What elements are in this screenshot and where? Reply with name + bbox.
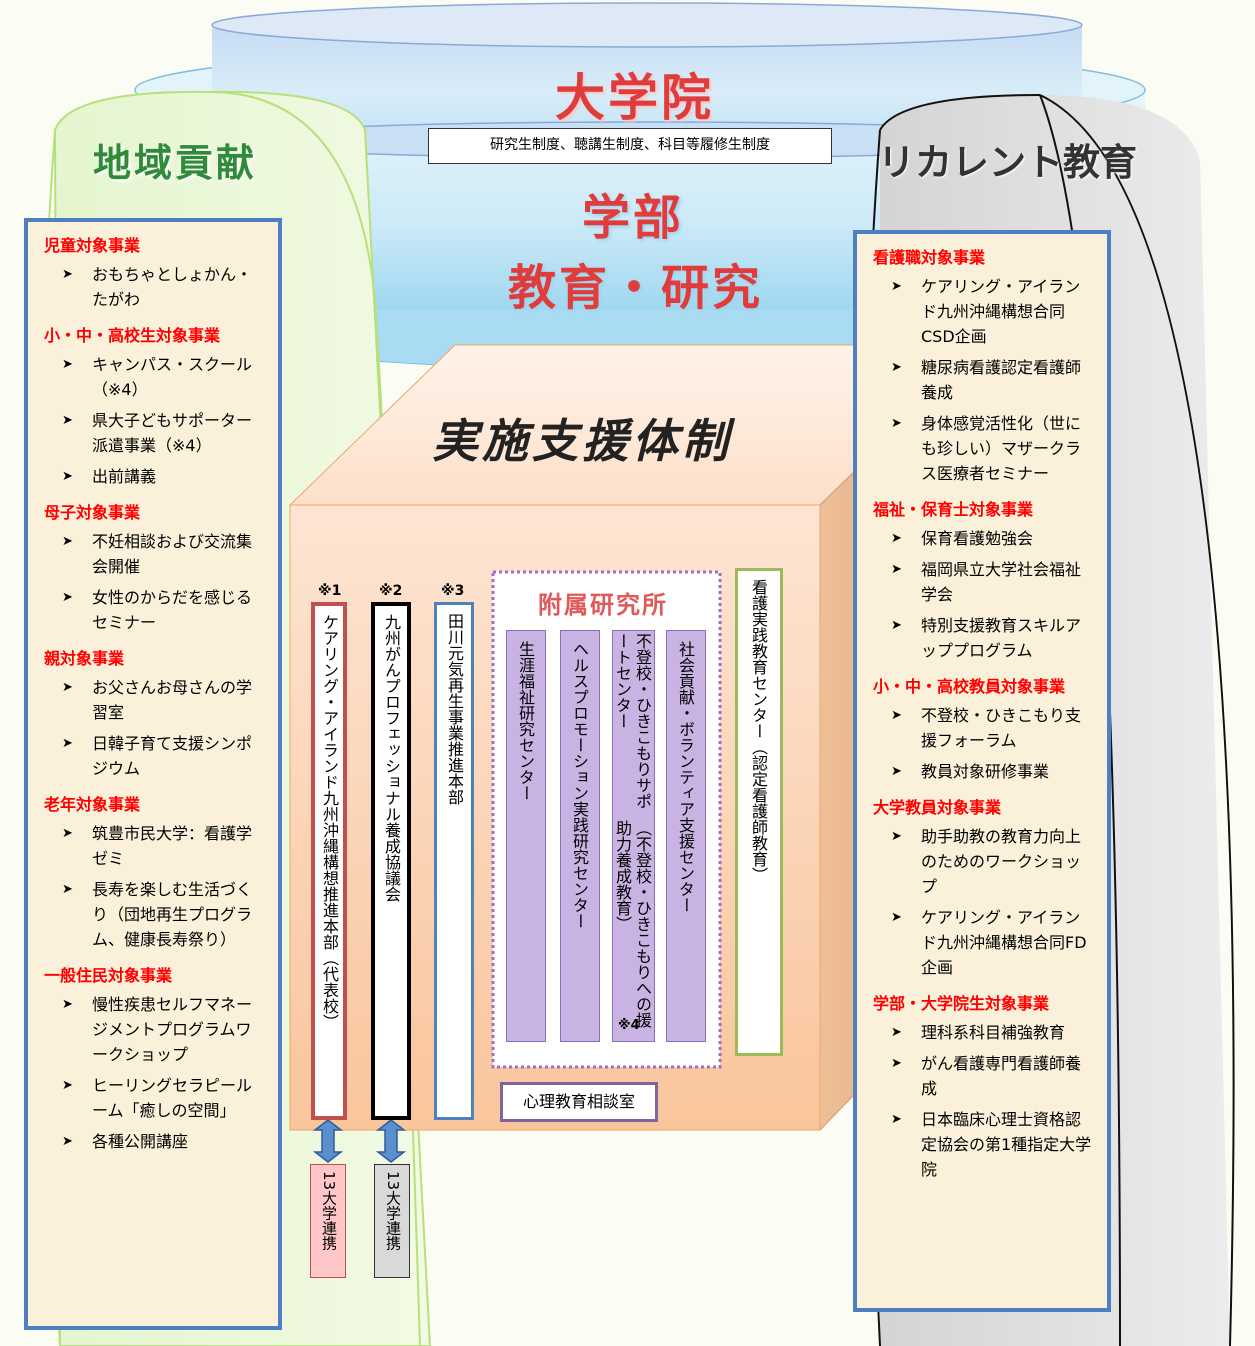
- right-panel-category: 大学教員対象事業: [873, 798, 1002, 817]
- org-kyushu-cancer-pro-council: 九州がんプロフェッショナル養成協議会: [371, 602, 411, 1120]
- list-item: 特別支援教育スキルアッププログラム: [857, 613, 1107, 663]
- list-item: 長寿を楽しむ生活づくり（団地再生プログラム、健康長寿祭り）: [28, 877, 278, 952]
- note-mark-4: ※4: [618, 1018, 640, 1033]
- inst-futoko-support: 不登校・ひきこもりサポートセンター（不登校・ひきこもりへの援助力養成教育）: [612, 630, 655, 1042]
- left-panel-item-list: 慢性疾患セルフマネージメントプログラムワークショップヒーリングセラピールーム「癒…: [28, 992, 278, 1154]
- right-panel-item-list: 保育看護勉強会福岡県立大学社会福祉学会特別支援教育スキルアッププログラム: [857, 526, 1107, 663]
- note-mark-3: ※3: [441, 583, 465, 599]
- inst-lifelong-welfare: 生涯福祉研究センター: [506, 630, 546, 1042]
- list-item: ケアリング・アイランド九州沖縄構想合同FD企画: [857, 905, 1107, 980]
- org-tagawa-revitalization: 田川元気再生事業推進本部: [434, 602, 474, 1120]
- list-item: 保育看護勉強会: [857, 526, 1107, 551]
- list-item: 日本臨床心理士資格認定協会の第1種指定大学院: [857, 1107, 1107, 1182]
- list-item: 身体感覚活性化（世にも珍しい）マザークラス医療者セミナー: [857, 411, 1107, 486]
- institutes-title: 附属研究所: [538, 591, 668, 619]
- left-panel-category: 小・中・高校生対象事業: [44, 326, 221, 345]
- left-panel-category: 親対象事業: [44, 649, 125, 668]
- education-research-title: 教育・研究: [508, 260, 764, 316]
- left-panel-item-list: キャンパス・スクール（※4） 県大子どもサポーター派遣事業（※4） 出前講義: [28, 352, 278, 489]
- counseling-room: 心理教育相談室: [500, 1082, 658, 1122]
- inst-social-volunteer: 社会貢献・ボランティア支援センター: [666, 630, 706, 1042]
- arrow-link-1: [312, 1119, 344, 1163]
- left-panel-category: 母子対象事業: [44, 503, 141, 522]
- list-item: 筑豊市民大学：看護学ゼミ: [28, 821, 278, 871]
- community-contribution-title: 地域貢献: [93, 141, 258, 185]
- right-panel-category: 看護職対象事業: [873, 248, 986, 267]
- list-item: ケアリング・アイランド九州沖縄構想合同CSD企画: [857, 274, 1107, 349]
- left-panel-category: 一般住民対象事業: [44, 966, 173, 985]
- left-panel-category: 児童対象事業: [44, 236, 141, 255]
- list-item: 理科系科目補強教育: [857, 1020, 1107, 1045]
- university-alliance-1: 13大学連携: [310, 1164, 346, 1278]
- list-item: 不登校・ひきこもり支援フォーラム: [857, 703, 1107, 753]
- list-item: 助手助教の教育力向上のためのワークショップ: [857, 824, 1107, 899]
- nursing-practice-center: 看護実践教育センター（認定看護師教育）: [735, 568, 783, 1056]
- university-alliance-2: 13大学連携: [374, 1164, 410, 1278]
- list-item: 日韓子育て支援シンポジウム: [28, 731, 278, 781]
- right-panel-item-list: 理科系科目補強教育がん看護専門看護師養成日本臨床心理士資格認定協会の第1種指定大…: [857, 1020, 1107, 1182]
- right-panel-category: 小・中・高校教員対象事業: [873, 677, 1066, 696]
- arrow-link-2: [375, 1119, 407, 1163]
- list-item: お父さんお母さんの学習室: [28, 675, 278, 725]
- list-item: がん看護専門看護師養成: [857, 1051, 1107, 1101]
- list-item: 教員対象研修事業: [857, 759, 1107, 784]
- list-item: 各種公開講座: [28, 1129, 278, 1154]
- recurrent-education-title: リカレント教育: [878, 141, 1137, 184]
- graduate-programs-banner: 研究生制度、聴講生制度、科目等履修生制度: [428, 128, 832, 164]
- right-panel-item-list: 助手助教の教育力向上のためのワークショップケアリング・アイランド九州沖縄構想合同…: [857, 824, 1107, 980]
- list-item: 糖尿病看護認定看護師養成: [857, 355, 1107, 405]
- right-panel-item-list: ケアリング・アイランド九州沖縄構想合同CSD企画糖尿病看護認定看護師養成身体感覚…: [857, 274, 1107, 486]
- graduate-school-title: 大学院: [555, 69, 714, 127]
- list-item: おもちゃとしょかん・たがわ: [28, 262, 278, 312]
- note-mark-2: ※2: [379, 583, 403, 599]
- right-panel-item-list: 不登校・ひきこもり支援フォーラム教員対象研修事業: [857, 703, 1107, 784]
- left-panel-category: 老年対象事業: [44, 795, 141, 814]
- support-system-title: 実施支援体制: [432, 414, 732, 468]
- list-item: 県大子どもサポーター派遣事業（※4）: [28, 408, 278, 458]
- right-panel-category: 学部・大学院生対象事業: [873, 994, 1050, 1013]
- list-item: ヒーリングセラピールーム「癒しの空間」: [28, 1073, 278, 1123]
- recurrent-programs-panel: 看護職対象事業ケアリング・アイランド九州沖縄構想合同CSD企画糖尿病看護認定看護…: [853, 230, 1111, 1312]
- list-item: 慢性疾患セルフマネージメントプログラムワークショップ: [28, 992, 278, 1067]
- inst-health-promotion: ヘルスプロモーション実践研究センター: [560, 630, 600, 1042]
- left-panel-item-list: 不妊相談および交流集会開催女性のからだを感じるセミナー: [28, 529, 278, 635]
- community-programs-panel: 児童対象事業おもちゃとしょかん・たがわ小・中・高校生対象事業キャンパス・スクール…: [24, 218, 282, 1330]
- list-item: 不妊相談および交流集会開催: [28, 529, 278, 579]
- note-mark-1: ※1: [318, 583, 342, 599]
- list-item: キャンパス・スクール（※4）: [28, 352, 278, 402]
- left-panel-item-list: お父さんお母さんの学習室日韓子育て支援シンポジウム: [28, 675, 278, 781]
- list-item: 福岡県立大学社会福祉学会: [857, 557, 1107, 607]
- list-item: 女性のからだを感じるセミナー: [28, 585, 278, 635]
- left-panel-item-list: おもちゃとしょかん・たがわ: [28, 262, 278, 312]
- faculty-title: 学部: [582, 190, 685, 246]
- list-item: 出前講義: [28, 464, 278, 489]
- org-caring-island-headquarters: ケアリング・アイランド九州沖縄構想推進本部（代表校）: [311, 602, 347, 1120]
- right-panel-category: 福祉・保育士対象事業: [873, 500, 1034, 519]
- left-panel-item-list: 筑豊市民大学：看護学ゼミ長寿を楽しむ生活づくり（団地再生プログラム、健康長寿祭り…: [28, 821, 278, 952]
